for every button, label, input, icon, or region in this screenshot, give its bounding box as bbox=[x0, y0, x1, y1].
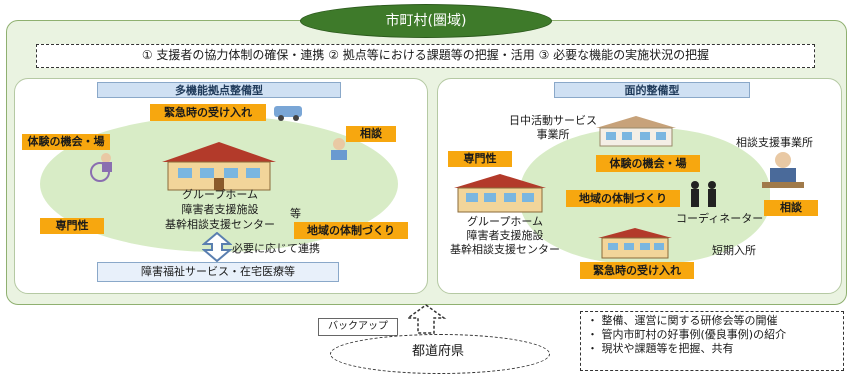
support-item-2: ・ 管内市町村の好事例(優良事例)の紹介 bbox=[587, 328, 787, 341]
tag-consult-right: 相談 bbox=[764, 200, 818, 216]
right-house-line-3: 基幹相談支援センター bbox=[450, 243, 560, 256]
support-item-1: ・ 整備、運営に関する研修会等の開催 bbox=[587, 314, 778, 327]
group-home-illustration-left bbox=[162, 142, 276, 191]
center-line-3: 基幹相談支援センター bbox=[165, 218, 275, 231]
service-box: 障害福祉サービス・在宅医療等 bbox=[97, 262, 339, 282]
day-service-line-2: 事業所 bbox=[536, 128, 570, 141]
tag-experience-left: 体験の機会・場 bbox=[22, 134, 110, 150]
backup-arrow-icon bbox=[405, 304, 447, 334]
tag-emergency-left: 緊急時の受け入れ bbox=[150, 104, 266, 121]
objectives-banner: ① 支援者の協力体制の確保・連携 ② 拠点等における課題等の把握・活用 ③ 必要… bbox=[36, 44, 815, 68]
backup-label-box: バックアップ bbox=[318, 318, 398, 336]
prefecture-support-list: ・ 整備、運営に関する研修会等の開催 ・ 管内市町村の好事例(優良事例)の紹介 … bbox=[580, 311, 844, 371]
short-stay-label: 短期入所 bbox=[712, 244, 756, 257]
right-house-line-1: グループホーム bbox=[466, 215, 543, 228]
tag-community-left: 地域の体制づくり bbox=[294, 222, 408, 239]
day-service-line-1: 日中活動サービス bbox=[509, 114, 597, 127]
prefecture-label: 都道府県 bbox=[411, 344, 464, 359]
support-item-3: ・ 現状や課題等を把握、共有 bbox=[587, 342, 734, 355]
tag-experience-right: 体験の機会・場 bbox=[596, 155, 700, 172]
coordinator-label: コーディネーター bbox=[676, 212, 764, 225]
day-service-building-icon bbox=[596, 116, 676, 147]
tag-expertise-right: 専門性 bbox=[448, 151, 512, 167]
car-icon bbox=[274, 106, 302, 121]
coordinator-people-icon bbox=[691, 181, 716, 207]
tag-emergency-right: 緊急時の受け入れ bbox=[580, 262, 694, 279]
panel-title-area: 面的整備型 bbox=[554, 82, 750, 98]
short-stay-building-icon bbox=[598, 228, 672, 259]
etc-label: 等 bbox=[290, 207, 301, 220]
center-line-2: 障害者支援施設 bbox=[181, 203, 259, 216]
tag-expertise-left: 専門性 bbox=[40, 218, 104, 234]
consult-office-icon bbox=[762, 152, 804, 188]
group-home-illustration-right bbox=[454, 174, 546, 213]
right-house-line-2: 障害者支援施設 bbox=[466, 229, 544, 242]
center-line-1: グループホーム bbox=[181, 188, 258, 201]
municipality-title: 市町村(圏域) bbox=[300, 4, 552, 38]
panel-title-multifunction: 多機能拠点整備型 bbox=[97, 82, 341, 98]
link-arrow-icon bbox=[202, 232, 232, 262]
consult-office-label: 相談支援事業所 bbox=[736, 136, 813, 149]
wheelchair-icon bbox=[90, 153, 112, 182]
tag-community-right: 地域の体制づくり bbox=[566, 190, 680, 207]
counselor-icon bbox=[331, 138, 347, 160]
tag-consult-left: 相談 bbox=[346, 126, 396, 142]
link-label: 必要に応じて連携 bbox=[232, 242, 320, 255]
